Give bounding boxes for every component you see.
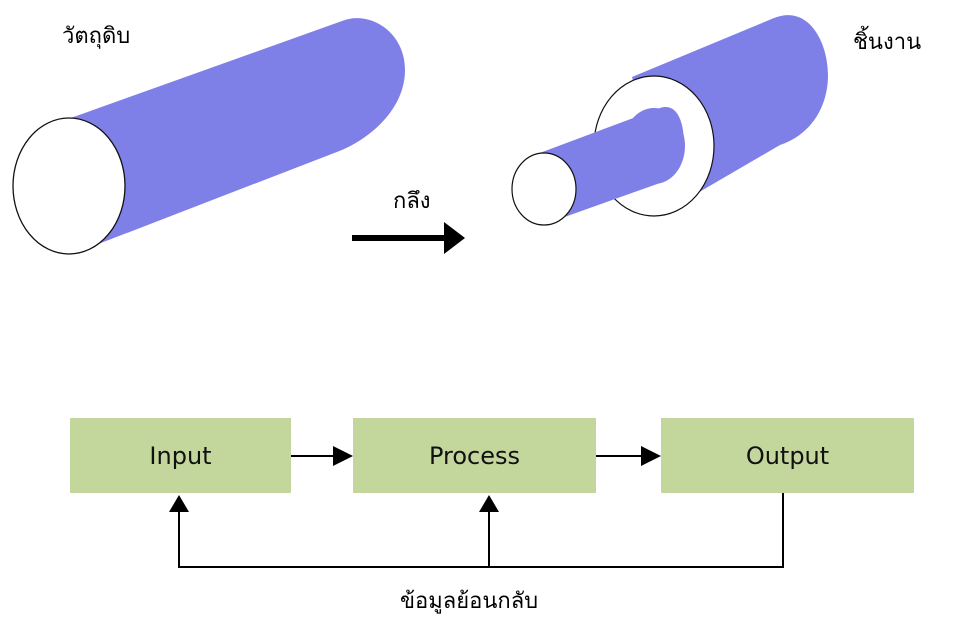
turning-arrow <box>352 222 465 254</box>
workpiece-cylinder <box>511 15 828 226</box>
feedback-loop <box>169 493 784 568</box>
process-label: Process <box>428 441 521 470</box>
turning-label: กลึง <box>393 189 431 214</box>
output-label: Output <box>745 441 830 470</box>
input-label: Input <box>149 441 212 470</box>
process-box: Process <box>353 418 596 493</box>
feedback-label: ข้อมูลย้อนกลับ <box>400 589 539 614</box>
workpiece-label: ชิ้นงาน <box>853 30 922 55</box>
input-box: Input <box>70 418 291 493</box>
output-box: Output <box>661 418 914 493</box>
raw-material-cylinder <box>12 18 405 255</box>
raw-material-label: วัตถุดิบ <box>62 24 131 49</box>
